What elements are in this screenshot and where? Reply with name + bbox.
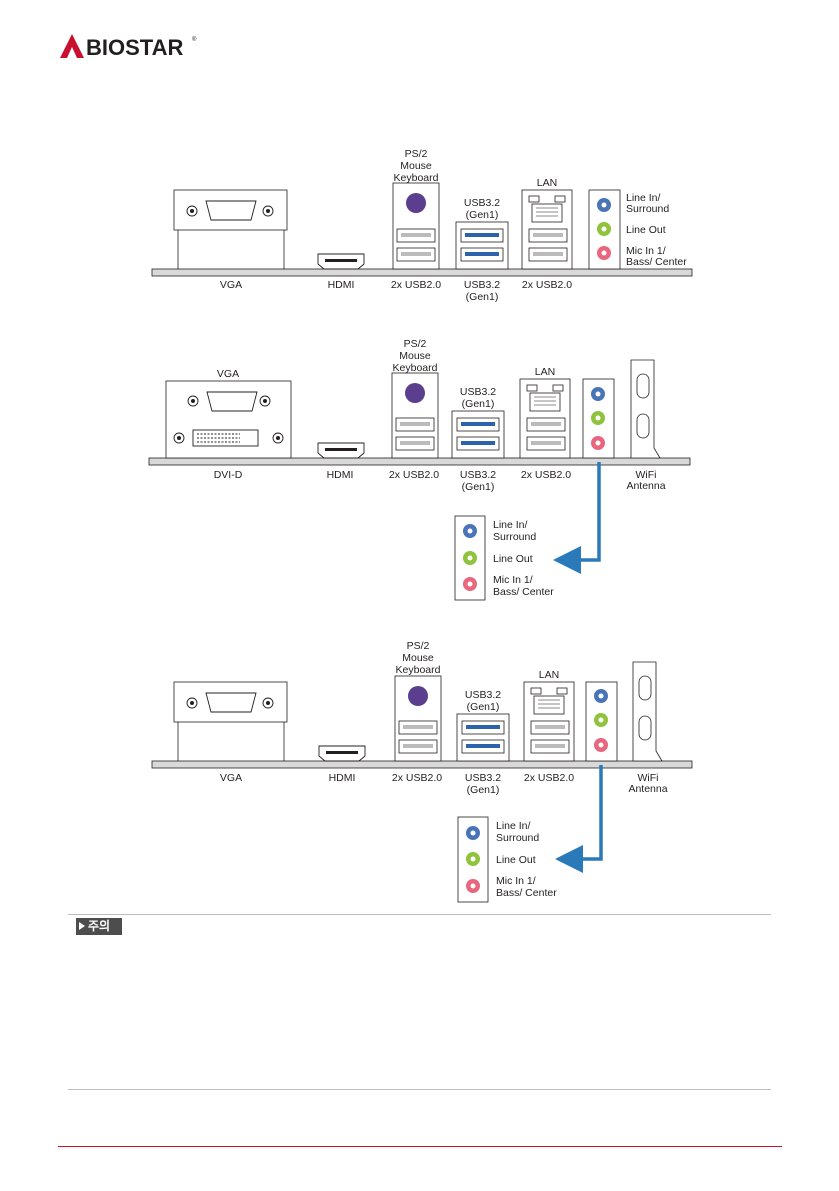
ps2-label-1: PS/2 — [404, 338, 427, 350]
line-in-label-1: Line In/ — [626, 192, 661, 204]
usb32-top-label-1: USB3.2 — [464, 197, 500, 209]
audio-jacks — [585, 681, 618, 762]
hdmi-port — [318, 745, 366, 762]
callout-mic-in-label-2: Bass/ Center — [496, 887, 557, 899]
mic-in-label-2: Bass/ Center — [626, 256, 687, 268]
lan-label: LAN — [535, 366, 555, 378]
ps2-port-icon — [406, 193, 426, 213]
usb32-stack — [455, 221, 509, 270]
lan-label: LAN — [539, 669, 559, 681]
line-out-label: Line Out — [626, 224, 666, 236]
callout-mic-in-label-1: Mic In 1/ — [493, 574, 533, 586]
wifi-antenna-bracket — [630, 359, 661, 459]
ps2-label-2: Mouse — [399, 350, 431, 362]
ps2-label-2: Mouse — [400, 160, 432, 172]
lan-usb20-stack — [521, 189, 573, 270]
ps2-label-3: Keyboard — [394, 172, 439, 184]
wifi-label-1: WiFi — [638, 772, 659, 784]
audio-callout: Line In/ Surround Line Out Mic In 1/ Bas… — [454, 462, 601, 601]
audio-jacks — [588, 189, 621, 270]
lan-usb20-stack — [523, 681, 575, 762]
bottom-hdmi-label: HDMI — [329, 772, 356, 784]
biostar-logo: BIOSTAR ® — [58, 28, 208, 64]
audio-callout: Line In/ Surround Line Out Mic In 1/ Bas… — [457, 765, 603, 903]
ps2-port-icon — [405, 383, 425, 403]
callout-line-out-label: Line Out — [496, 854, 536, 866]
caution-label: 주의 — [88, 919, 111, 933]
ps2-label-3: Keyboard — [393, 362, 438, 374]
caution-top-rule — [68, 914, 771, 915]
callout-line-in-label-1: Line In/ — [496, 820, 531, 832]
bottom-usb20-b-label: 2x USB2.0 — [521, 469, 571, 481]
io-shield-bar — [151, 760, 693, 769]
wifi-label-1: WiFi — [636, 469, 657, 481]
usb32-top-label-2: (Gen1) — [466, 209, 499, 221]
bottom-usb32-label-2: (Gen1) — [466, 291, 499, 303]
caution-bottom-rule — [68, 1089, 771, 1090]
usb32-top-label-2: (Gen1) — [462, 398, 495, 410]
rear-io-diagrams: PS/2 Mouse Keyboard USB3.2 (Gen1) LAN Li… — [148, 148, 693, 903]
mic-in-label-1: Mic In 1/ — [626, 245, 666, 257]
lan-usb20-stack — [519, 378, 571, 459]
usb32-stack — [456, 713, 510, 762]
vga-top-label: VGA — [217, 368, 239, 380]
brand-name: BIOSTAR — [86, 35, 183, 60]
ps2-usb20-stack — [392, 182, 440, 270]
callout-line-in-label-2: Surround — [496, 832, 539, 844]
ps2-label-1: PS/2 — [405, 148, 428, 160]
bottom-vga-label: VGA — [220, 772, 242, 784]
bottom-usb20-b-label: 2x USB2.0 — [522, 279, 572, 291]
bottom-usb32-label-1: USB3.2 — [464, 279, 500, 291]
hdmi-port — [317, 253, 365, 270]
bottom-hdmi-label: HDMI — [328, 279, 355, 291]
bottom-usb32-label-2: (Gen1) — [462, 481, 495, 493]
callout-mic-in-label-2: Bass/ Center — [493, 586, 554, 598]
brand-trademark: ® — [192, 36, 197, 43]
bottom-vga-label: VGA — [220, 279, 242, 291]
vga-port — [173, 189, 288, 269]
ps2-label-3: Keyboard — [396, 664, 441, 676]
callout-line-in-label-1: Line In/ — [493, 519, 528, 531]
callout-line-in-label-2: Surround — [493, 531, 536, 543]
io-shield-bar — [148, 457, 691, 466]
usb32-top-label-2: (Gen1) — [467, 701, 500, 713]
io-shield-bar — [151, 268, 693, 277]
biostar-logo-mark: BIOSTAR ® — [60, 34, 197, 60]
bottom-usb32-label-1: USB3.2 — [465, 772, 501, 784]
vga-port — [173, 681, 288, 761]
bottom-usb20-a-label: 2x USB2.0 — [392, 772, 442, 784]
ps2-usb20-stack — [394, 675, 442, 762]
hdmi-port — [317, 442, 365, 459]
io-panel-3: PS/2 Mouse Keyboard USB3.2 (Gen1) LAN VG… — [151, 640, 693, 903]
usb32-stack — [451, 410, 505, 459]
audio-jacks — [582, 378, 615, 459]
bottom-usb32-label-1: USB3.2 — [460, 469, 496, 481]
footer-rule — [58, 1146, 782, 1147]
bottom-usb32-label-2: (Gen1) — [467, 784, 500, 796]
ps2-label-1: PS/2 — [407, 640, 430, 652]
ps2-port-icon — [408, 686, 428, 706]
bottom-usb20-a-label: 2x USB2.0 — [389, 469, 439, 481]
bottom-usb20-b-label: 2x USB2.0 — [524, 772, 574, 784]
callout-line-out-label: Line Out — [493, 553, 533, 565]
wifi-label-2: Antenna — [626, 480, 665, 492]
ps2-label-2: Mouse — [402, 652, 434, 664]
caution-arrow-icon — [79, 922, 85, 930]
caution-tag: 주의 — [76, 918, 122, 935]
line-in-label-2: Surround — [626, 203, 669, 215]
wifi-antenna-bracket — [632, 661, 663, 762]
io-panel-2: PS/2 Mouse Keyboard VGA USB3.2 (Gen1) LA… — [148, 338, 691, 601]
callout-mic-in-label-1: Mic In 1/ — [496, 875, 536, 887]
lan-label: LAN — [537, 177, 557, 189]
ps2-usb20-stack — [391, 372, 439, 459]
wifi-label-2: Antenna — [628, 783, 667, 795]
bottom-dvi-label: DVI-D — [214, 469, 243, 481]
usb32-top-label-1: USB3.2 — [465, 689, 501, 701]
io-panel-1: PS/2 Mouse Keyboard USB3.2 (Gen1) LAN Li… — [151, 148, 693, 303]
bottom-usb20-a-label: 2x USB2.0 — [391, 279, 441, 291]
vga-dvi-port — [165, 380, 292, 459]
bottom-hdmi-label: HDMI — [327, 469, 354, 481]
usb32-top-label-1: USB3.2 — [460, 386, 496, 398]
